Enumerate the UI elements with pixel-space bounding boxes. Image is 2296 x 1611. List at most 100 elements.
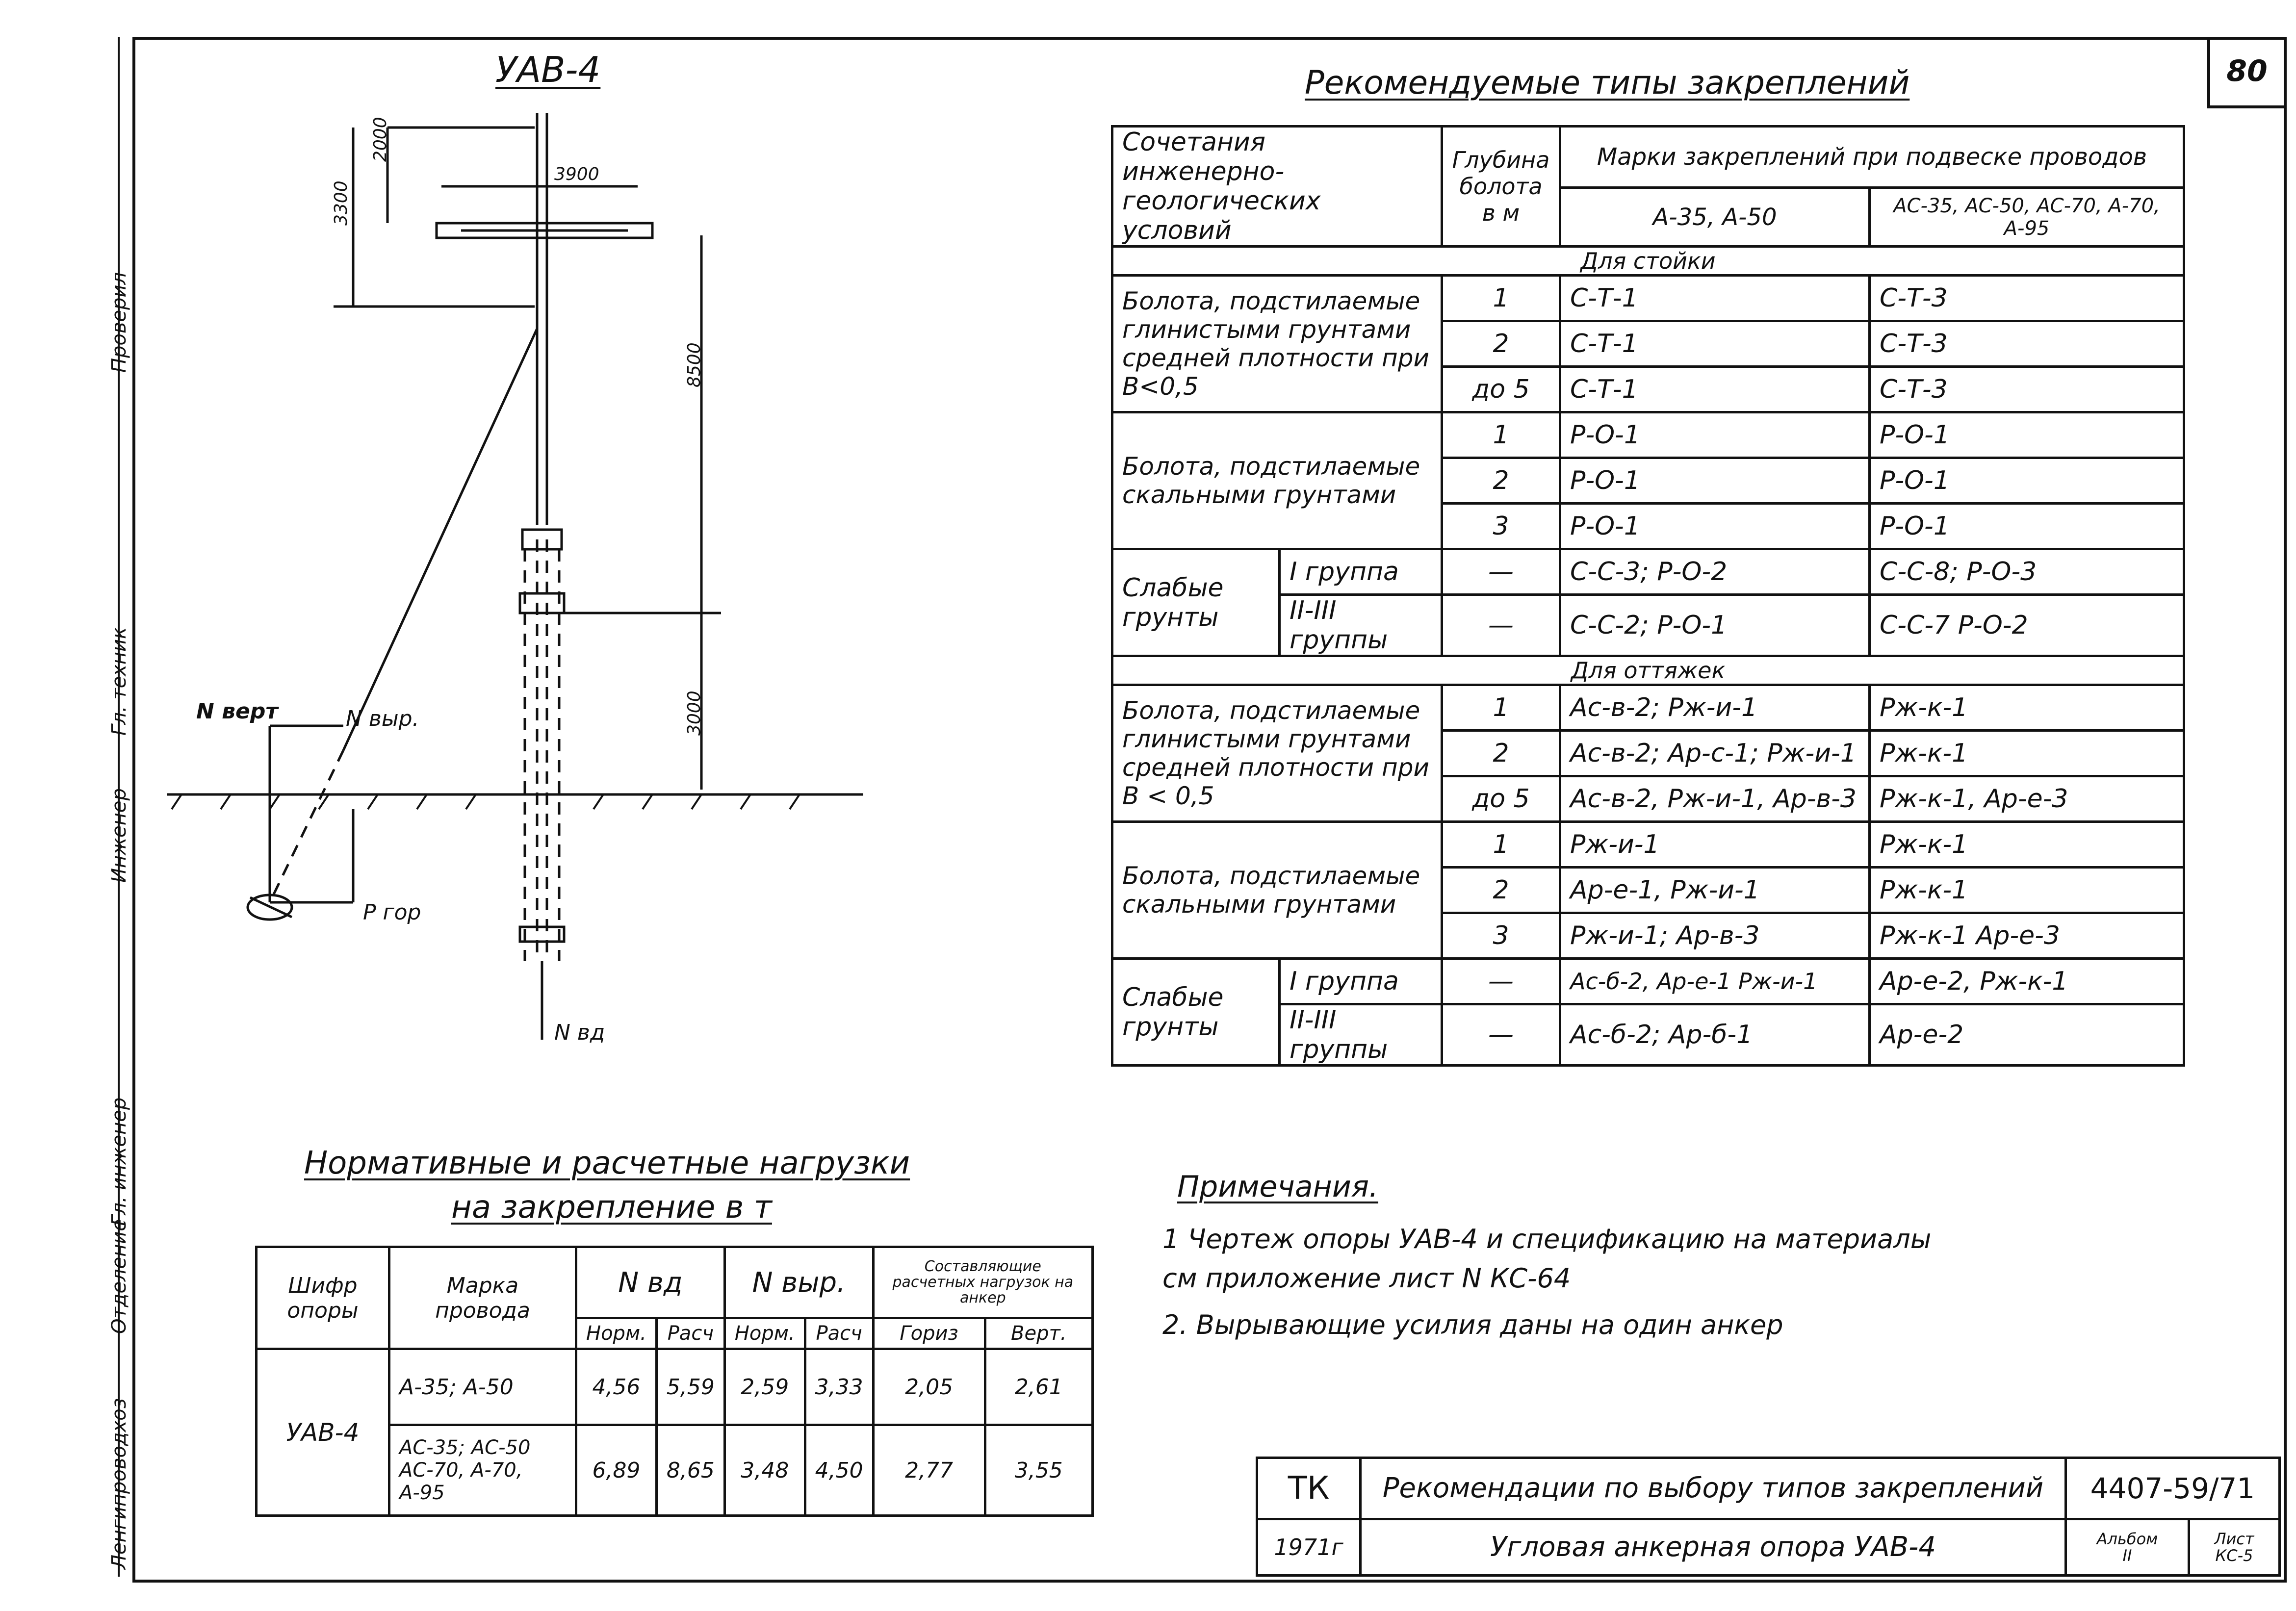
value-cell: 8,65 <box>655 1424 726 1517</box>
value-cell: 3,48 <box>723 1424 806 1517</box>
depth-cell: 2 <box>1441 457 1561 505</box>
cell-a: Рж-и-1 <box>1559 820 1871 869</box>
depth-cell: 3 <box>1441 502 1561 550</box>
header-vert: Верт. <box>983 1317 1094 1350</box>
cell-b: Рж-к-1 <box>1868 820 2185 869</box>
depth-cell: — <box>1441 548 1561 596</box>
sub-group: II-III группы <box>1278 1003 1443 1067</box>
cell-b: Рж-к-1 <box>1868 684 2185 732</box>
sheet-frame <box>132 37 2287 1583</box>
header-brands: Марки закреплений при подвеске проводов <box>1559 125 2185 189</box>
value-cell: 2,61 <box>983 1348 1094 1426</box>
sidebar-label: Проверил <box>108 272 130 373</box>
dim-2000: 2000 <box>370 117 390 162</box>
depth-cell: 1 <box>1441 274 1561 322</box>
header-conditions: Сочетания инженерно-геологических услови… <box>1111 125 1443 248</box>
cell-a: Ас-б-2, Ар-е-1 Рж-и-1 <box>1559 957 1871 1005</box>
guy-group-3: Слабые грунты <box>1111 957 1281 1067</box>
sidebar-label: Гл. инженер <box>108 1097 130 1226</box>
stamp-sheet-label: Лист <box>2214 1529 2254 1548</box>
depth-cell: 2 <box>1441 320 1561 368</box>
cell-a: С-С-3; Р-О-2 <box>1559 548 1871 596</box>
sidebar-label: Ленгипроводхоз <box>108 1398 130 1569</box>
recommended-title: Рекомендуемые типы закреплений <box>1305 64 1910 102</box>
header-nvyr: N выр. <box>723 1246 875 1319</box>
stamp-org: ТК <box>1256 1457 1362 1520</box>
cell-b: Р-О-1 <box>1868 411 2185 459</box>
stamp-code: 4407-59/71 <box>2064 1457 2281 1520</box>
cell-b: С-Т-3 <box>1868 320 2185 368</box>
recommended-table: Сочетания инженерно-геологических услови… <box>1111 125 2185 1067</box>
title-block: ТК Рекомендации по выбору типов закрепле… <box>1256 1457 2281 1577</box>
label-n-vd: N вд <box>554 1020 605 1045</box>
cell-a: Рж-и-1; Ар-в-3 <box>1559 912 1871 960</box>
header-horiz: Гориз <box>872 1317 986 1350</box>
stamp-album-label: Альбом <box>2096 1529 2158 1548</box>
cell-a: Ас-б-2; Ар-б-1 <box>1559 1003 1871 1067</box>
stamp-sheet-value: КС-5 <box>2215 1546 2253 1565</box>
stamp-title-2: Угловая анкерная опора УАВ-4 <box>1359 1517 2067 1577</box>
guy-group-2: Болота, подстилаемые скальными грунтами <box>1111 820 1443 960</box>
sidebar-line <box>118 37 120 1577</box>
value-cell: 2,05 <box>872 1348 986 1426</box>
cell-b: Рж-к-1, Ар-е-3 <box>1868 775 2185 823</box>
label-p-gor: P гор <box>363 900 421 925</box>
dim-8500: 8500 <box>684 342 704 387</box>
depth-cell: 3 <box>1441 912 1561 960</box>
label-n-vert: N верт <box>196 699 278 724</box>
header-code: Шифр опоры <box>255 1246 390 1350</box>
cell-b: Рж-к-1 <box>1868 866 2185 914</box>
depth-cell: 1 <box>1441 684 1561 732</box>
header-components: Составляющие расчетных нагрузок на анкер <box>872 1246 1094 1319</box>
loads-title-1: Нормативные и расчетные нагрузки <box>304 1145 910 1181</box>
label-n-vyr: N выр. <box>346 706 419 731</box>
cell-b: Рж-к-1 Ар-е-3 <box>1868 912 2185 960</box>
stamp-year: 1971г <box>1256 1517 1362 1577</box>
stamp-album: Альбом II <box>2064 1517 2190 1577</box>
dim-3000: 3000 <box>684 690 704 736</box>
depth-cell: до 5 <box>1441 775 1561 823</box>
cell-a: Ас-в-2, Рж-и-1, Ар-в-3 <box>1559 775 1871 823</box>
value-cell: 2,77 <box>872 1424 986 1517</box>
cell-a: С-Т-1 <box>1559 320 1871 368</box>
header-calc: Расч <box>803 1317 875 1350</box>
header-norm: Норм. <box>575 1317 658 1350</box>
sidebar-label: Гл. техник <box>108 627 130 736</box>
header-norm: Норм. <box>723 1317 806 1350</box>
cell-b: С-С-8; Р-О-3 <box>1868 548 2185 596</box>
code-cell: УАВ-4 <box>255 1348 390 1517</box>
loads-title-2: на закрепление в т <box>451 1189 772 1226</box>
value-cell: 4,56 <box>575 1348 658 1426</box>
stamp-album-value: II <box>2122 1546 2132 1565</box>
header-wire-b: АС-35, АС-50, АС-70, А-70, А-95 <box>1868 186 2185 248</box>
cell-b: Р-О-1 <box>1868 457 2185 505</box>
loads-table: Шифр опоры Марка провода N вд N выр. Сос… <box>255 1246 1094 1517</box>
sub-group: I группа <box>1278 548 1443 596</box>
value-cell: 3,33 <box>803 1348 875 1426</box>
pole-group-2: Болота, подстилаемые скальными грунтами <box>1111 411 1443 550</box>
header-calc: Расч <box>655 1317 726 1350</box>
dim-3300: 3300 <box>331 180 351 226</box>
depth-cell: 1 <box>1441 820 1561 869</box>
dim-3900: 3900 <box>554 164 599 184</box>
guy-group-1: Болота, подстилаемые глинистыми грунтами… <box>1111 684 1443 823</box>
depth-cell: 2 <box>1441 729 1561 777</box>
note-1b: см приложение лист N КС-64 <box>1162 1263 1571 1294</box>
section-pole: Для стойки <box>1111 245 2185 277</box>
cell-b: Рж-к-1 <box>1868 729 2185 777</box>
sheet-number: 80 <box>2207 37 2284 108</box>
sidebar-label: Инженер <box>108 788 130 883</box>
value-cell: 2,59 <box>723 1348 806 1426</box>
sub-group: II-III группы <box>1278 593 1443 657</box>
value-cell: 4,50 <box>803 1424 875 1517</box>
cell-a: С-Т-1 <box>1559 274 1871 322</box>
stamp-title-1: Рекомендации по выбору типов закреплений <box>1359 1457 2067 1520</box>
value-cell: 3,55 <box>983 1424 1094 1517</box>
cell-a: Р-О-1 <box>1559 502 1871 550</box>
pole-group-1: Болота, подстилаемые глинистыми грунтами… <box>1111 274 1443 413</box>
header-depth: Глубина болота в м <box>1441 125 1561 248</box>
cell-a: Ас-в-2; Ар-с-1; Рж-и-1 <box>1559 729 1871 777</box>
value-cell: 5,59 <box>655 1348 726 1426</box>
header-wire: Марка провода <box>388 1246 577 1350</box>
cell-a: С-С-2; Р-О-1 <box>1559 593 1871 657</box>
